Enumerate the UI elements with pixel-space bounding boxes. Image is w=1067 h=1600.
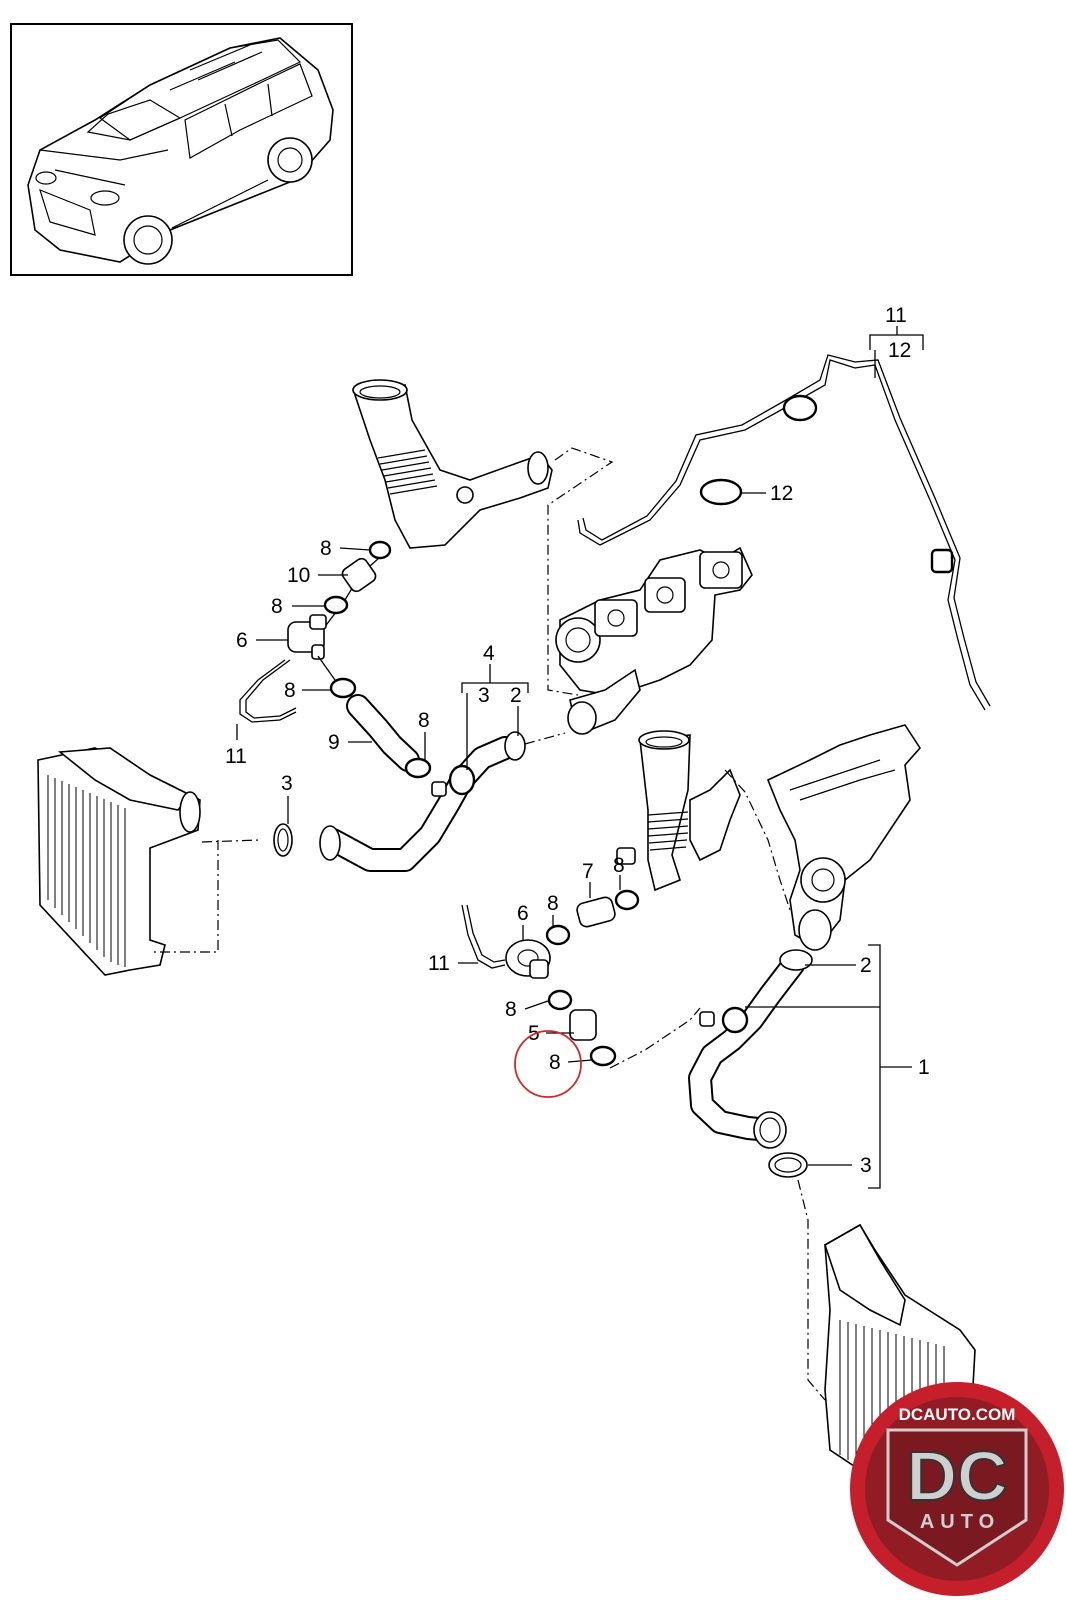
clamp-8h <box>589 1045 617 1067</box>
clip-12-lower <box>930 548 954 574</box>
hose-5 <box>569 1009 597 1041</box>
logo-text-bottom: AUTO <box>920 1511 1000 1533</box>
callout-6a: 6 <box>236 629 248 652</box>
callout-10: 10 <box>287 564 310 587</box>
o-ring-3-left <box>273 823 293 857</box>
callout-11-top: 11 <box>885 304 907 327</box>
charge-hose-left <box>319 731 526 872</box>
valve-6a <box>287 614 327 660</box>
upper-air-intake-pipe <box>352 379 553 549</box>
corrugated-section-lower <box>647 811 689 851</box>
logo-text-mark: DC <box>906 1437 1007 1515</box>
callout-8d: 8 <box>418 709 430 732</box>
charge-hose-right <box>688 949 813 1149</box>
upper-vent-hoses <box>239 540 432 779</box>
callout-11-left: 11 <box>225 745 247 768</box>
callout-11-mid: 11 <box>428 952 450 975</box>
callout-4: 4 <box>483 642 495 665</box>
callout-8e: 8 <box>613 854 625 877</box>
callout-6b: 6 <box>517 902 529 925</box>
vent-line-11-left <box>239 659 297 723</box>
clamp-8b <box>323 595 349 615</box>
callout-9: 9 <box>328 731 340 754</box>
turbocharger-right <box>766 724 922 951</box>
clamp-8e <box>614 889 640 911</box>
callout-2-group: 2 <box>510 684 522 707</box>
clamp-8f <box>545 924 571 946</box>
clamp-8d <box>404 757 432 779</box>
hose-9 <box>346 694 420 772</box>
logo-text-top: DCAUTO.COM <box>899 1405 1016 1424</box>
corrugated-section <box>377 449 438 495</box>
turbocharger-left <box>555 546 753 735</box>
logo-shield <box>886 1428 1028 1567</box>
callout-3-left: 3 <box>281 772 293 795</box>
callout-8g: 8 <box>505 998 517 1021</box>
o-ring-3-right <box>768 1152 808 1178</box>
valve-6b <box>505 939 551 979</box>
intercooler-left-fins <box>47 775 126 967</box>
vehicle-thumbnail <box>10 23 353 276</box>
callout-12-top: 12 <box>888 339 911 362</box>
clamp-8g <box>547 989 573 1011</box>
callout-8h: 8 <box>549 1051 561 1074</box>
connection-lines <box>150 447 826 1401</box>
highlight-circle <box>514 1030 582 1098</box>
vent-line-11-mid <box>461 904 506 969</box>
clip-12-upper <box>782 394 818 422</box>
clamp-8a <box>368 540 392 560</box>
callout-labels: 11 12 12 8 10 8 6 8 11 9 8 4 3 2 3 7 8 6… <box>225 304 930 1177</box>
lower-vent-hoses <box>461 889 640 1067</box>
lower-air-intake-pipe <box>616 730 741 892</box>
callout-3-right: 3 <box>860 1154 872 1177</box>
callout-7: 7 <box>582 860 594 883</box>
intercooler-left <box>37 747 201 976</box>
callout-8a: 8 <box>320 537 332 560</box>
vent-line-11-right <box>577 354 991 711</box>
callout-8c: 8 <box>284 679 296 702</box>
hose-7 <box>576 896 616 928</box>
clip-12-mid <box>699 478 743 506</box>
callout-8b: 8 <box>271 595 283 618</box>
dcauto-logo: DCAUTO.COM DC AUTO <box>850 1382 1064 1596</box>
hose-10 <box>341 557 377 593</box>
callout-2-right: 2 <box>860 954 872 977</box>
callout-12-mid: 12 <box>770 482 793 505</box>
callout-8f: 8 <box>547 892 559 915</box>
callout-1: 1 <box>918 1056 930 1079</box>
car-illustration <box>27 37 334 265</box>
callout-3-group: 3 <box>478 684 490 707</box>
clamp-8c <box>329 677 357 699</box>
